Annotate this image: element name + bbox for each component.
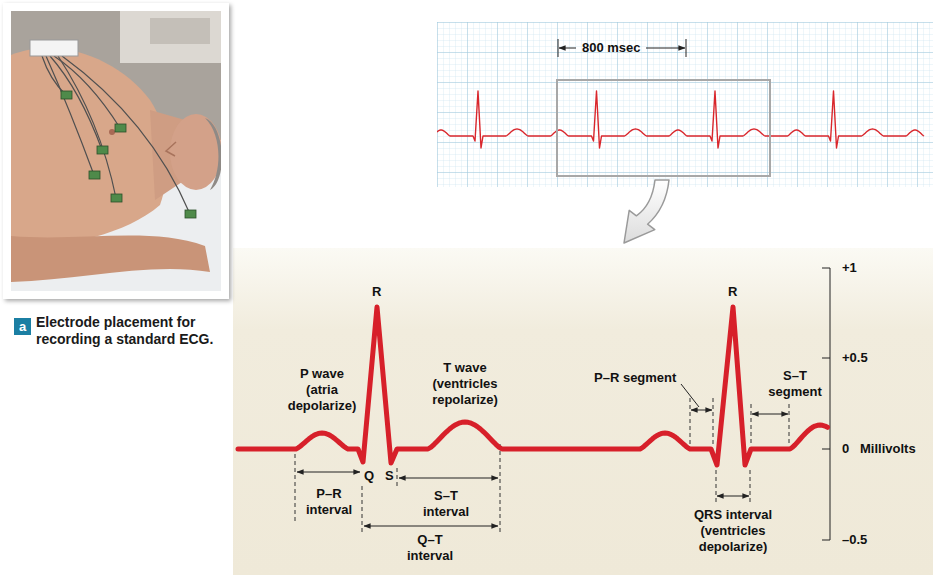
strip-trace <box>437 91 924 148</box>
electrode-wire <box>54 56 120 128</box>
interval-arrow <box>646 48 685 49</box>
photo-content <box>11 11 221 291</box>
electrodes <box>61 91 196 218</box>
interval-arrow <box>559 48 576 49</box>
interval-label: QRS interval (ventricles depolarize) <box>681 507 785 555</box>
segment-label: P–R segment <box>594 370 676 386</box>
guide-line <box>690 398 691 444</box>
wave-label: P wave (atria depolarize) <box>283 366 361 414</box>
ecg-trace <box>238 307 828 465</box>
axis-tick <box>822 268 830 269</box>
photo-background <box>11 11 221 291</box>
interval-tick <box>686 39 687 57</box>
leader-line <box>681 384 699 407</box>
ecg-machine-panel <box>150 18 210 44</box>
electrode <box>115 124 126 132</box>
ecg-photo <box>3 3 229 299</box>
axis-unit: Millivolts <box>860 441 916 457</box>
guide-line <box>716 470 717 502</box>
axis-line <box>830 268 831 540</box>
electrode-wire <box>46 56 94 175</box>
axis-tick <box>822 449 830 450</box>
interval-label: S–T interval <box>414 488 478 520</box>
grid-major <box>437 22 933 187</box>
wave-point-label: R <box>728 284 737 300</box>
axis-value: +1 <box>842 260 857 276</box>
ecg-strip <box>430 22 933 187</box>
guide-line <box>713 398 714 444</box>
figure-caption: Electrode placement for recording a stan… <box>36 314 232 348</box>
badge-letter: a <box>19 319 26 334</box>
electrode-wire <box>42 56 66 95</box>
electrode-wire <box>50 56 102 150</box>
interval-duration: 800 msec <box>582 40 641 56</box>
wave-point-label: S <box>385 468 394 484</box>
guide-line <box>751 404 752 444</box>
patient-head <box>170 114 221 190</box>
interval-label: P–R interval <box>297 486 361 518</box>
ecg-trace-group <box>238 307 828 465</box>
electrode <box>61 91 72 99</box>
grid-paper <box>437 22 933 187</box>
guide-line <box>789 404 790 444</box>
zoom-arrow <box>624 180 669 243</box>
guide-line <box>295 454 296 522</box>
axis-value: +0.5 <box>842 350 868 366</box>
grid-minor <box>437 22 933 187</box>
guide-line <box>750 470 751 502</box>
electrode-wire <box>62 56 190 214</box>
interval-tick <box>558 39 559 57</box>
guide-line <box>500 444 501 532</box>
electrode-wire <box>58 56 116 198</box>
segment-label: S–T segment <box>764 368 826 400</box>
interval-arrow <box>364 526 498 527</box>
interval-arrow <box>399 478 498 479</box>
electrode-wires <box>42 56 190 214</box>
patient-hair <box>205 118 221 190</box>
figure-badge: a <box>14 318 31 335</box>
interval-label: Q–T interval <box>398 532 462 564</box>
segment-arrow <box>752 414 788 415</box>
axis-tick <box>822 358 830 359</box>
strip-trace-group <box>437 91 924 148</box>
axis-value: –0.5 <box>842 532 867 548</box>
electrode <box>111 194 122 202</box>
segment-arrow <box>691 410 712 411</box>
zoom-box <box>557 80 770 176</box>
wave-point-label: Q <box>364 468 374 484</box>
electrode <box>185 210 196 218</box>
axis-tick <box>822 540 830 541</box>
patient-arm <box>11 236 210 282</box>
electrode <box>89 171 100 179</box>
patient-nose <box>166 142 176 156</box>
wave-point-label: R <box>372 284 381 300</box>
guide-line <box>362 486 363 532</box>
ecg-machine <box>120 11 221 63</box>
electrode <box>97 146 108 154</box>
panel-ground <box>233 248 933 575</box>
lead-junction-box <box>30 40 78 56</box>
wave-label: T wave (ventricles repolarize) <box>417 360 513 408</box>
guide-line <box>397 468 398 486</box>
millivolt-axis <box>822 268 830 540</box>
axis-value: 0 <box>842 441 849 457</box>
photo-frame <box>3 3 229 299</box>
interval-arrow <box>297 472 360 473</box>
patient-nipple <box>109 129 115 135</box>
interval-arrow <box>717 496 749 497</box>
